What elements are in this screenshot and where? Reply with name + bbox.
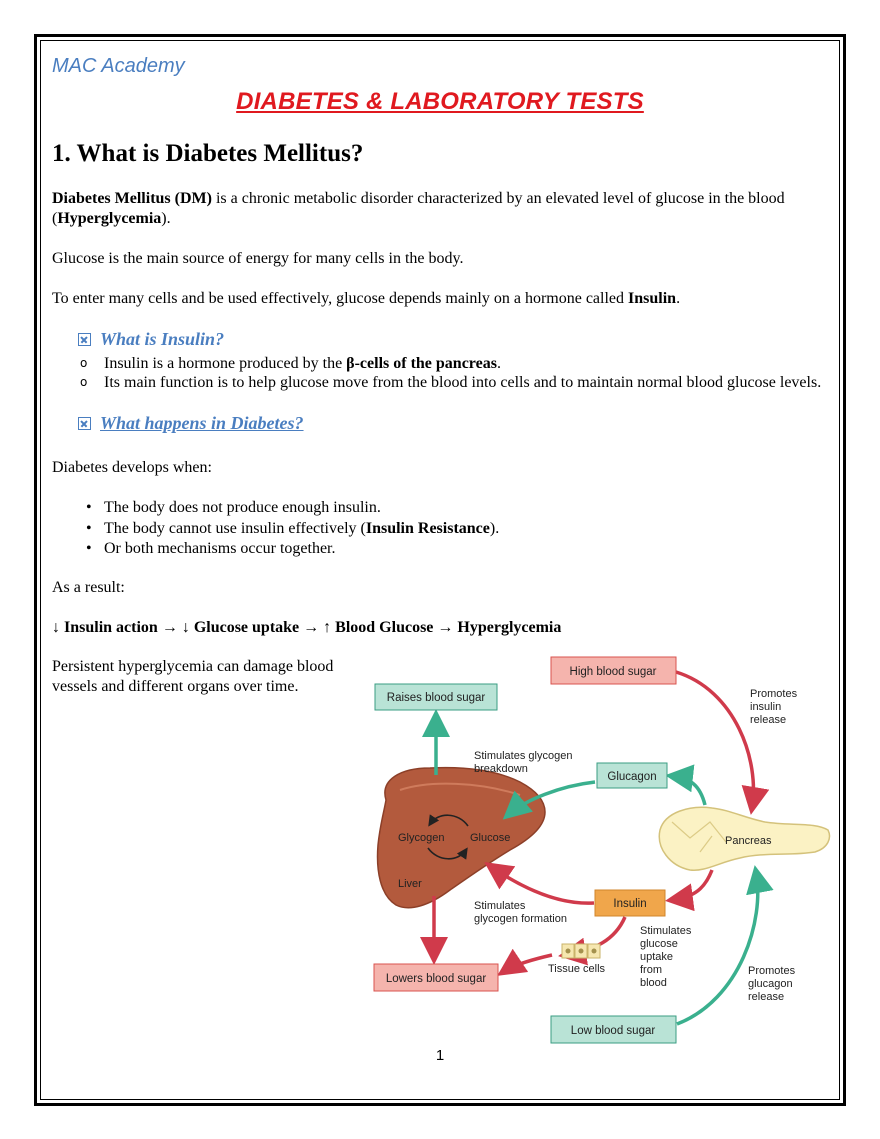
arrow-high-to-pancreas bbox=[675, 670, 770, 815]
page-number: 1 bbox=[435, 1047, 445, 1064]
term-hyperglycemia: Hyperglycemia bbox=[57, 210, 162, 227]
section-heading: 1. What is Diabetes Mellitus? bbox=[52, 140, 364, 167]
list-item: •Or both mechanisms occur together. bbox=[86, 539, 499, 560]
label-promotes-glucagon: Promotes glucagon release bbox=[748, 965, 798, 1003]
paragraph-result: As a result: bbox=[52, 579, 125, 596]
bullet-icon: • bbox=[86, 519, 92, 537]
box-lowers-blood-sugar bbox=[373, 963, 499, 992]
paragraph-develops: Diabetes develops when: bbox=[52, 459, 212, 476]
bullet-icon: • bbox=[86, 499, 92, 516]
label-liver: Liver bbox=[398, 878, 422, 890]
document-title: DIABETES & LABORATORY TESTS bbox=[236, 88, 644, 115]
label-raises-blood-sugar: Raises blood sugar bbox=[387, 692, 486, 704]
term-insulin: Insulin bbox=[628, 290, 677, 307]
box-glucagon bbox=[596, 762, 668, 789]
subheading-what-happens: What happens in Diabetes? bbox=[78, 413, 304, 434]
arrow-insulin-to-liver bbox=[484, 862, 595, 905]
page-border-inner bbox=[40, 40, 840, 1100]
arrow-pancreas-to-glucagon bbox=[665, 764, 707, 806]
list-item: •The body cannot use insulin effectively… bbox=[86, 519, 499, 540]
checkbox-x-icon bbox=[78, 417, 91, 430]
term-dm: Diabetes Mellitus (DM) bbox=[52, 190, 212, 207]
label-pancreas: Pancreas bbox=[725, 835, 772, 847]
label-glucagon: Glucagon bbox=[607, 771, 656, 783]
subheading-what-is-insulin: What is Insulin? bbox=[78, 329, 224, 350]
label-high-blood-sugar: High blood sugar bbox=[570, 666, 657, 678]
arrow-tissue-to-lower bbox=[497, 948, 553, 976]
pathway-chain: ↓ Insulin action → ↓ Glucose uptake → ↑ … bbox=[52, 619, 562, 636]
bullet-icon: • bbox=[86, 540, 92, 557]
paragraph-insulin: To enter many cells and be used effectiv… bbox=[52, 290, 681, 307]
box-raises-blood-sugar bbox=[374, 683, 498, 711]
circle-bullet-icon: o bbox=[80, 375, 88, 389]
arrow-pancreas-to-insulin bbox=[665, 869, 714, 912]
checkbox-x-icon bbox=[78, 333, 91, 346]
label-glucose: Glucose bbox=[470, 832, 510, 844]
paragraph-definition: Diabetes Mellitus (DM) is a chronic meta… bbox=[52, 190, 785, 227]
label-insulin: Insulin bbox=[613, 898, 646, 910]
tissue-cells-icon bbox=[561, 943, 601, 959]
label-stimulates-uptake: Stimulates glucose uptake from blood bbox=[640, 925, 694, 989]
label-promotes-insulin: Promotes insulin release bbox=[750, 688, 800, 726]
page-border-outer bbox=[34, 34, 846, 1106]
brand-name: MAC Academy bbox=[52, 55, 185, 77]
label-low-blood-sugar: Low blood sugar bbox=[571, 1025, 656, 1037]
label-glycogen: Glycogen bbox=[398, 832, 444, 844]
box-low-blood-sugar bbox=[550, 1015, 677, 1044]
arrow-glucagon-to-liver bbox=[502, 780, 596, 820]
box-high-blood-sugar bbox=[550, 656, 677, 685]
label-tissue-cells: Tissue cells bbox=[548, 963, 606, 975]
arrow-low-to-pancreas bbox=[676, 865, 774, 1026]
list-item: •The body does not produce enough insuli… bbox=[86, 498, 499, 519]
circle-bullet-icon: o bbox=[80, 356, 88, 370]
label-stimulates-breakdown: Stimulates glycogen breakdown bbox=[474, 750, 576, 775]
label-lowers-blood-sugar: Lowers blood sugar bbox=[386, 973, 487, 985]
label-stimulates-formation: Stimulates glycogen formation bbox=[474, 900, 567, 925]
diabetes-causes-list: •The body does not produce enough insuli… bbox=[86, 498, 499, 560]
paragraph-closing: Persistent hyperglycemia can damage bloo… bbox=[52, 658, 334, 695]
pancreas-shape bbox=[658, 806, 831, 871]
paragraph-glucose: Glucose is the main source of energy for… bbox=[52, 250, 464, 267]
box-insulin bbox=[594, 889, 666, 917]
